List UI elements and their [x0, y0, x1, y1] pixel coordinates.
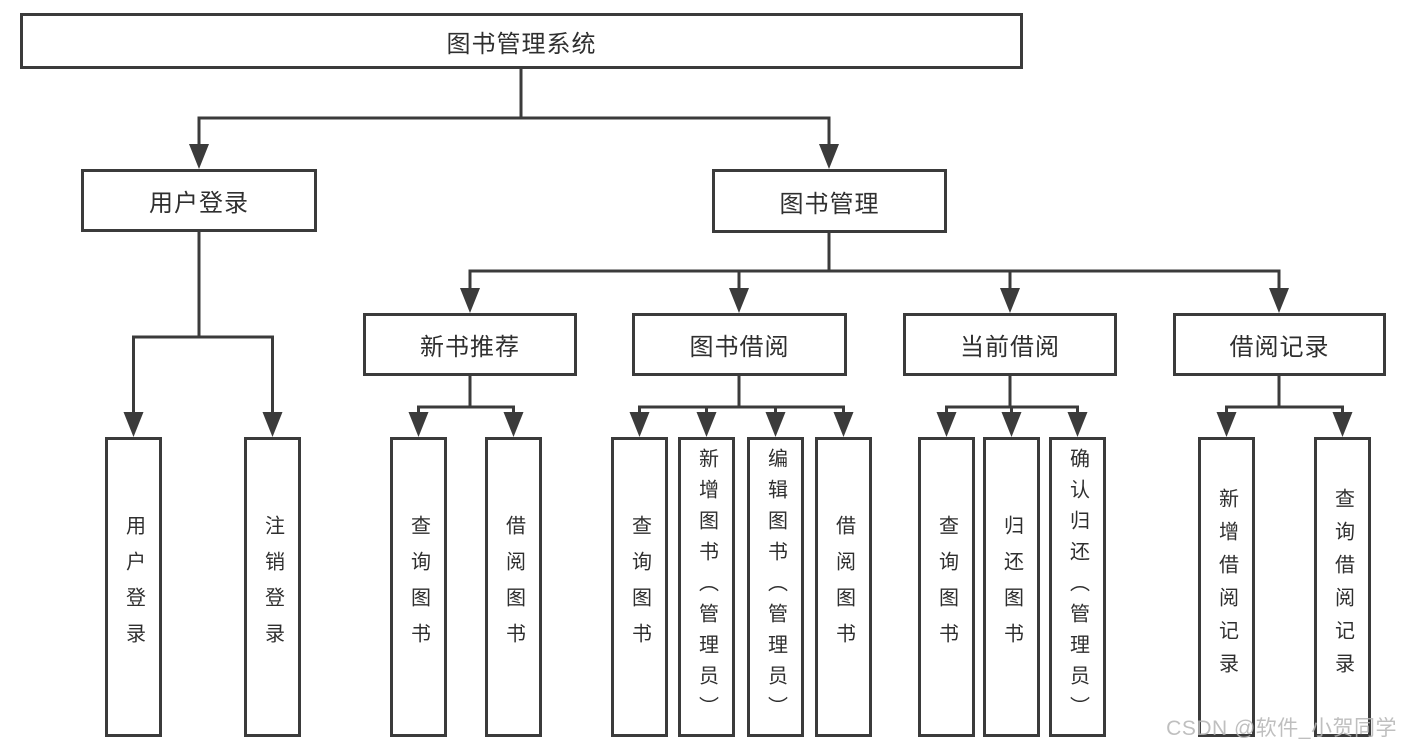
node-book-borrowing: 图书借阅: [632, 313, 847, 376]
arrow-down-icon: [503, 412, 524, 437]
arrow-down-icon: [1001, 412, 1022, 437]
arrow-down-icon: [123, 412, 144, 437]
csdn-watermark: CSDN @软件_小贺同学: [1166, 717, 1397, 740]
arrow-down-icon: [765, 412, 786, 437]
arrow-down-icon: [1332, 412, 1353, 437]
leaf-add-book-admin: 新增图书（管理员）: [678, 437, 735, 737]
connector-borrowing-records-to-leaves: [1216, 376, 1353, 437]
leaf-query-books-recommend: 查询图书: [390, 437, 447, 737]
arrow-down-icon: [833, 412, 854, 437]
leaf-borrow-books-borrowing: 借阅图书: [815, 437, 872, 737]
arrow-down-icon: [1216, 412, 1237, 437]
connector-current-borrowing-to-leaves: [936, 376, 1088, 437]
node-library-system: 图书管理系统: [20, 13, 1023, 69]
node-new-book-recommend: 新书推荐: [363, 313, 577, 376]
leaf-label: 借阅图书: [832, 515, 855, 659]
connector-root-to-level2: [189, 69, 839, 169]
node-book-management: 图书管理: [712, 169, 947, 233]
leaf-label: 注销登录: [261, 515, 284, 659]
leaf-label: 归还图书: [1000, 515, 1023, 659]
node-current-borrowing: 当前借阅: [903, 313, 1117, 376]
connector-book-management-to-level3: [460, 233, 1289, 313]
connector-book-borrowing-to-leaves: [629, 376, 854, 437]
leaf-label: 查询图书: [628, 515, 651, 659]
arrow-down-icon: [696, 412, 717, 437]
connector-new-book-recommend-to-leaves: [408, 376, 524, 437]
leaf-label: 查询借阅记录: [1331, 488, 1354, 686]
leaf-borrow-books-recommend: 借阅图书: [485, 437, 542, 737]
arrow-down-icon: [729, 288, 749, 313]
arrow-down-icon: [936, 412, 957, 437]
leaf-query-books-current: 查询图书: [918, 437, 975, 737]
arrow-down-icon: [189, 144, 209, 169]
leaf-label: 编辑图书（管理员）: [764, 447, 787, 727]
leaf-label: 新增借阅记录: [1215, 488, 1238, 686]
leaf-add-borrow-record: 新增借阅记录: [1198, 437, 1255, 737]
leaf-return-books: 归还图书: [983, 437, 1040, 737]
node-user-login: 用户登录: [81, 169, 317, 232]
leaf-logout: 注销登录: [244, 437, 301, 737]
arrow-down-icon: [262, 412, 283, 437]
arrow-down-icon: [408, 412, 429, 437]
arrow-down-icon: [1000, 288, 1020, 313]
leaf-confirm-return-admin: 确认归还（管理员）: [1049, 437, 1106, 737]
arrow-down-icon: [1067, 412, 1088, 437]
leaf-label: 新增图书（管理员）: [695, 447, 718, 727]
node-borrowing-records: 借阅记录: [1173, 313, 1386, 376]
leaf-user-login: 用户登录: [105, 437, 162, 737]
leaf-label: 查询图书: [407, 515, 430, 659]
leaf-label: 确认归还（管理员）: [1066, 447, 1089, 727]
leaf-query-books-borrowing: 查询图书: [611, 437, 668, 737]
arrow-down-icon: [819, 144, 839, 169]
leaf-edit-book-admin: 编辑图书（管理员）: [747, 437, 804, 737]
leaf-label: 查询图书: [935, 515, 958, 659]
arrow-down-icon: [460, 288, 480, 313]
leaf-query-borrow-record: 查询借阅记录: [1314, 437, 1371, 737]
leaf-label: 借阅图书: [502, 515, 525, 659]
arrow-down-icon: [1269, 288, 1289, 313]
arrow-down-icon: [629, 412, 650, 437]
connector-user-login-to-leaves: [123, 232, 283, 437]
leaf-label: 用户登录: [122, 515, 145, 659]
